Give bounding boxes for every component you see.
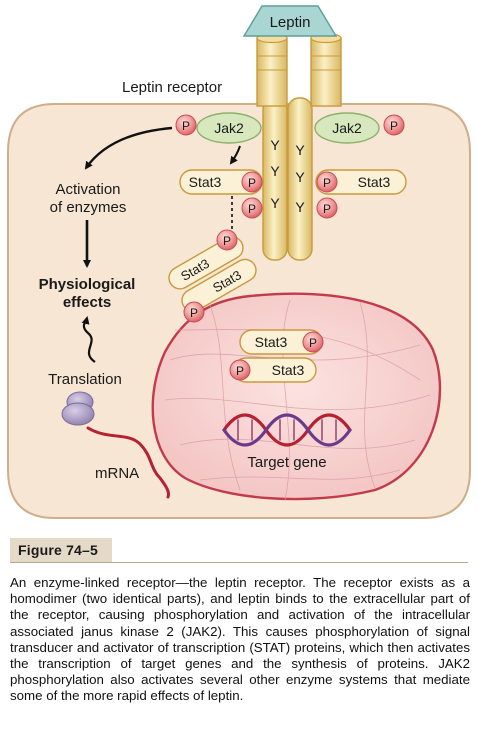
figure-label: Figure 74–5 bbox=[10, 538, 113, 562]
jak2-left: Jak2 bbox=[196, 112, 262, 144]
arrow-jak2-to-activation bbox=[84, 126, 173, 170]
svg-text:P: P bbox=[223, 234, 231, 248]
phosphate: P bbox=[316, 171, 338, 193]
activation-label-line2: of enzymes bbox=[50, 199, 127, 216]
mrna-label: mRNA bbox=[95, 465, 139, 482]
leptin-receptor-extracellular bbox=[256, 32, 342, 107]
jak2-right: Jak2 bbox=[314, 112, 380, 144]
target-gene-label: Target gene bbox=[247, 454, 326, 471]
stat3-label: Stat3 bbox=[189, 174, 222, 190]
figure-divider bbox=[10, 562, 468, 563]
svg-text:P: P bbox=[248, 176, 256, 190]
nucleus bbox=[151, 292, 442, 501]
stat3-dimer-nuclear: Stat3 Stat3 bbox=[233, 329, 323, 383]
tyrosine-label: Y bbox=[270, 137, 280, 153]
svg-text:P: P bbox=[323, 202, 331, 216]
arrow-translation-to-effects bbox=[81, 316, 96, 363]
stat3-label: Stat3 bbox=[358, 174, 391, 190]
tyrosine-label: Y bbox=[270, 163, 280, 179]
phosphate: P bbox=[241, 171, 263, 193]
jak2-label: Jak2 bbox=[214, 120, 244, 136]
leptin-receptor-intracellular bbox=[262, 97, 313, 261]
svg-text:P: P bbox=[190, 306, 198, 320]
ribosome bbox=[61, 391, 95, 426]
phosphate: P bbox=[241, 197, 263, 219]
arrow-jak2-to-stat3 bbox=[229, 145, 241, 165]
svg-text:P: P bbox=[236, 364, 244, 378]
tyrosine-label: Y bbox=[295, 142, 305, 158]
physiological-effects-label-line2: effects bbox=[63, 294, 111, 311]
stat3-right-docked: Stat3 bbox=[315, 169, 407, 195]
phosphate: P bbox=[383, 114, 405, 136]
svg-text:P: P bbox=[323, 176, 331, 190]
stat3-label: Stat3 bbox=[272, 362, 305, 378]
svg-text:P: P bbox=[309, 336, 317, 350]
pathway-labels: Activation of enzymes Physiological effe… bbox=[39, 181, 136, 388]
figure-caption: An enzyme-linked receptor—the leptin rec… bbox=[10, 575, 470, 704]
phosphate: P bbox=[229, 359, 251, 381]
leptin-receptor-label: Leptin receptor bbox=[122, 79, 222, 96]
mrna-strand bbox=[86, 426, 170, 499]
svg-text:P: P bbox=[182, 119, 190, 133]
tyrosine-label: Y bbox=[295, 169, 305, 185]
phosphate: P bbox=[216, 229, 238, 251]
leptin-ligand: Leptin bbox=[242, 5, 338, 37]
tyrosine-label: Y bbox=[295, 199, 305, 215]
tyrosine-label: Y bbox=[270, 195, 280, 211]
activation-label-line1: Activation bbox=[55, 181, 120, 198]
phosphate: P bbox=[175, 114, 197, 136]
translation-label: Translation bbox=[48, 371, 122, 388]
phosphate: P bbox=[302, 331, 324, 353]
jak2-label: Jak2 bbox=[332, 120, 362, 136]
phosphate: P bbox=[183, 301, 205, 323]
phosphate: P bbox=[316, 197, 338, 219]
stat3-left-docked: Stat3 bbox=[179, 169, 263, 195]
svg-text:P: P bbox=[248, 202, 256, 216]
leptin-label: Leptin bbox=[270, 14, 311, 31]
dna-double-helix bbox=[222, 413, 352, 447]
leptin-signaling-diagram: Leptin Leptin receptor Y Y Y Y Y Y Jak2 … bbox=[7, 5, 471, 519]
stat3-label: Stat3 bbox=[255, 334, 288, 350]
tyrosine-residues: Y Y Y Y Y Y bbox=[270, 137, 305, 215]
physiological-effects-label-line1: Physiological bbox=[39, 276, 136, 293]
svg-text:P: P bbox=[390, 119, 398, 133]
